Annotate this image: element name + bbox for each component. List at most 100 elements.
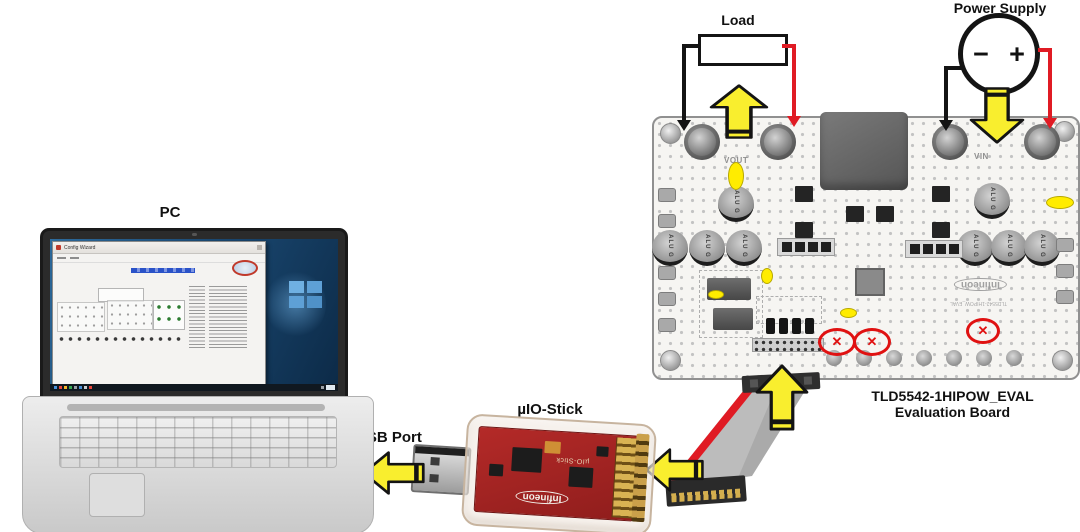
wire-arrowhead bbox=[677, 120, 691, 131]
tld5542-ic bbox=[855, 268, 885, 296]
system-tray bbox=[321, 385, 335, 390]
taskbar-icons bbox=[54, 386, 92, 389]
pc-label: PC bbox=[159, 204, 181, 221]
test-point bbox=[946, 350, 962, 366]
hyperlink-text bbox=[131, 268, 195, 273]
cross-mark: ✕ bbox=[818, 328, 856, 356]
edge-pad bbox=[658, 188, 676, 202]
app-icon bbox=[56, 245, 61, 250]
wire-arrowhead bbox=[939, 120, 953, 131]
webcam bbox=[192, 233, 197, 236]
vout-plus-terminal bbox=[760, 124, 796, 160]
load-current-arrow bbox=[709, 84, 769, 140]
stick-chip bbox=[568, 466, 594, 488]
inductor bbox=[820, 112, 908, 190]
edge-pad bbox=[1056, 264, 1074, 278]
uio-stick-label: µIO-Stick bbox=[517, 401, 583, 418]
laptop-display: Config Wizard bbox=[50, 239, 338, 391]
usb-connector-hole bbox=[429, 474, 439, 483]
window-title: Config Wizard bbox=[64, 244, 96, 251]
vin-plus-terminal bbox=[1024, 124, 1060, 160]
ribbon-to-board-arrow bbox=[755, 364, 809, 431]
board-label: TLD5542-1HIPOW_EVAL Evaluation Board bbox=[855, 388, 1050, 420]
load-wire-black bbox=[682, 44, 700, 48]
psu-current-arrow bbox=[969, 86, 1025, 144]
config-wizard-window: Config Wizard bbox=[52, 241, 266, 389]
panel-schematic bbox=[57, 302, 105, 332]
cross-mark: ✕ bbox=[853, 328, 891, 356]
mounting-screw bbox=[1052, 350, 1073, 371]
usb-connector-hole bbox=[430, 457, 440, 466]
edge-pad bbox=[658, 266, 676, 280]
window-titlebar: Config Wizard bbox=[53, 242, 265, 254]
stick-chip bbox=[596, 446, 609, 457]
terminal-strip bbox=[905, 240, 963, 258]
power-supply-label: Power Supply bbox=[953, 0, 1047, 16]
terminal-strip bbox=[777, 238, 835, 256]
mosfet-chip bbox=[932, 222, 950, 238]
wire-arrowhead bbox=[1043, 118, 1057, 129]
stick-chip bbox=[511, 447, 543, 473]
infineon-silkscreen-logo: Infineon bbox=[954, 278, 1007, 291]
stick-infineon-logo: Infineon bbox=[515, 489, 569, 506]
capacitor: ALU G bbox=[689, 230, 725, 266]
minus-symbol: − bbox=[973, 38, 989, 69]
status-dots-row bbox=[57, 334, 183, 343]
edge-pad bbox=[658, 318, 676, 332]
pin-header bbox=[752, 338, 824, 352]
mounting-screw bbox=[660, 123, 681, 144]
psu-wire-black bbox=[944, 66, 948, 122]
capacitor: ALU G bbox=[1024, 230, 1060, 266]
stick-pcb-name-text: µIO-Stick bbox=[555, 455, 590, 465]
highlight-oval bbox=[840, 308, 857, 318]
load-wire-red bbox=[782, 44, 796, 48]
mounting-screw bbox=[660, 350, 681, 371]
load-wire-red bbox=[792, 44, 796, 118]
test-point bbox=[886, 350, 902, 366]
cross-mark: ✕ bbox=[966, 318, 1000, 344]
jumper bbox=[779, 318, 788, 334]
capacitor: ALU G bbox=[957, 230, 993, 266]
wire-arrowhead bbox=[787, 116, 801, 127]
board-part-silkscreen: TLD5542-1HIPOW_EVAL bbox=[950, 300, 1008, 306]
taskbar bbox=[50, 384, 338, 391]
silkscreen-outline bbox=[756, 296, 822, 324]
evaluation-board: VOUT VIN ALU G ALU G ALU G ALU G ALU G A… bbox=[652, 112, 1080, 380]
stick-component-orange bbox=[544, 441, 561, 454]
jumper bbox=[766, 318, 775, 334]
psu-wire-red bbox=[1048, 48, 1052, 120]
edge-pad bbox=[658, 214, 676, 228]
highlight-oval bbox=[708, 290, 724, 299]
windows-logo bbox=[289, 281, 322, 308]
edge-pad bbox=[1056, 238, 1074, 252]
capacitor: ALU G bbox=[974, 183, 1010, 219]
stick-pcb: µIO-Stick Infineon bbox=[473, 425, 639, 522]
load-wire-black bbox=[682, 44, 686, 122]
mosfet-chip bbox=[846, 206, 864, 222]
panel-middle bbox=[107, 300, 153, 330]
highlight-oval bbox=[1046, 196, 1074, 209]
window-menubar bbox=[53, 254, 265, 263]
load-label: Load bbox=[721, 12, 755, 28]
capacitor: ALU G bbox=[991, 230, 1027, 266]
silkscreen-outline bbox=[699, 270, 763, 338]
board-name: TLD5542-1HIPOW_EVAL bbox=[871, 388, 1034, 404]
jumper bbox=[792, 318, 801, 334]
plus-symbol: + bbox=[1009, 38, 1025, 69]
test-point bbox=[976, 350, 992, 366]
highlight-oval bbox=[728, 162, 744, 190]
laptop-keyboard bbox=[59, 416, 337, 468]
load-resistor bbox=[698, 34, 788, 66]
infineon-logo bbox=[232, 260, 258, 276]
panel-indicators bbox=[153, 300, 185, 330]
capacitor: ALU G bbox=[652, 230, 688, 266]
mosfet-chip bbox=[795, 186, 813, 202]
parameter-list bbox=[189, 286, 249, 350]
uio-stick: µIO-Stick Infineon bbox=[410, 412, 658, 532]
jumper bbox=[805, 318, 814, 334]
power-supply-symbol: − + bbox=[958, 13, 1040, 95]
laptop-body bbox=[22, 396, 374, 532]
edge-pad bbox=[1056, 290, 1074, 304]
capacitor: ALU G bbox=[726, 230, 762, 266]
